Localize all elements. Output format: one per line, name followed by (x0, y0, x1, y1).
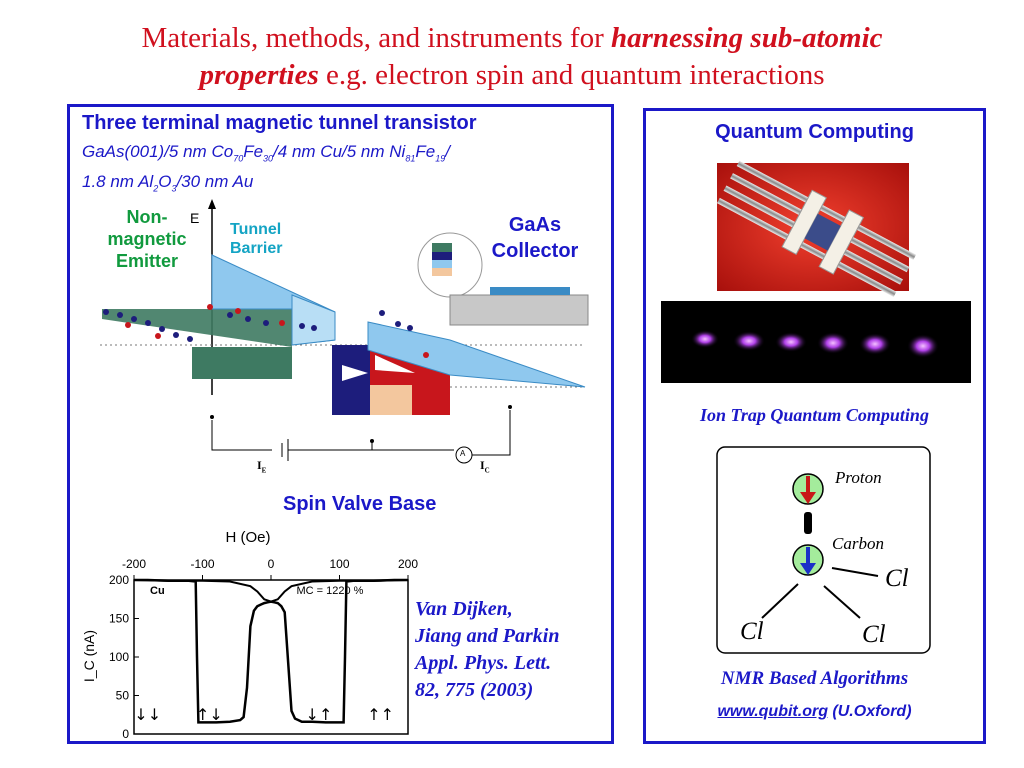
y-tick-label: 50 (116, 689, 130, 703)
spin-down-arrow (800, 563, 816, 575)
spin-valve-label: Spin Valve Base (283, 493, 437, 515)
proton-label: Proton (835, 468, 882, 487)
spin-arrow (342, 365, 368, 381)
bond (804, 512, 812, 534)
left-panel (67, 104, 614, 744)
title-part: Materials, methods, and instruments for (141, 22, 611, 54)
layer-composition: GaAs(001)/5 nm Co70Fe30/4 nm Cu/5 nm Ni8… (82, 142, 450, 194)
electrons-minority (125, 304, 429, 358)
state-label: ↓↑ (306, 705, 333, 724)
right-panel (643, 108, 986, 744)
ammeter-label: A (460, 449, 466, 458)
x-tick-label: -200 (122, 557, 146, 571)
state-label: ↓↓ (134, 705, 161, 724)
y-tick-label: 100 (109, 650, 129, 664)
x-tick-label: 200 (398, 557, 418, 571)
spin-down-arrow (800, 492, 816, 504)
circuit-wire (472, 410, 511, 456)
quantum-heading: Quantum Computing (715, 121, 914, 143)
slide-title: Materials, methods, and instruments for … (0, 20, 1024, 94)
title-part: e.g. electron spin and quantum interacti… (318, 59, 825, 91)
bond (761, 583, 799, 619)
nmr-molecule-diagram (716, 446, 931, 654)
title-emphasis: harnessing sub-atomic (611, 22, 883, 54)
emitter-current-label: IE (257, 458, 267, 475)
spin-arrow (375, 355, 415, 373)
x-tick-label: -100 (190, 557, 214, 571)
bond (831, 567, 879, 577)
annotation-cu: Cu (150, 585, 165, 597)
chlorine-label: Cl (862, 621, 886, 648)
circuit-wire (211, 420, 272, 451)
annotation-mc: MC = 1220 % (297, 585, 364, 597)
ion-trap-caption: Ion Trap Quantum Computing (700, 405, 929, 425)
series-line-2 (133, 579, 409, 603)
axis-arrowhead (208, 199, 216, 209)
substrate (449, 294, 589, 326)
chlorine-label: Cl (740, 618, 764, 645)
data-series (133, 578, 409, 724)
band-diagram (100, 199, 589, 464)
collector-barrier (367, 321, 586, 388)
x-tick-label: 100 (329, 557, 349, 571)
molecule-frame (716, 446, 931, 654)
state-labels: ↓↓ ↑↓ ↓↑ ↑↑ (134, 705, 394, 724)
barrier-face (291, 294, 336, 346)
chlorine-label: Cl (885, 565, 909, 592)
source-line: www.qubit.org (U.Oxford) (643, 703, 986, 721)
magnetocurrent-chart: H (Oe) -200 -100 0 100 200 0 50 100 150 200 I_C … (81, 529, 418, 741)
y-ticks: 0 50 100 150 200 (109, 573, 139, 741)
y-tick-label: 200 (109, 573, 129, 587)
title-emphasis: properties (199, 59, 319, 91)
y-axis-label: I_C (nA) (81, 630, 97, 682)
bond (823, 585, 861, 619)
ion-trap-photo (716, 160, 917, 298)
state-label: ↑↑ (367, 705, 394, 724)
energy-label: E (190, 210, 200, 226)
y-tick-label: 150 (109, 612, 129, 626)
emitter-block (192, 347, 292, 379)
source-suffix: (U.Oxford) (827, 703, 912, 720)
x-tick-label: 0 (268, 557, 275, 571)
qubit-link[interactable]: www.qubit.org (717, 703, 828, 720)
emitter-band (102, 309, 292, 347)
state-label: ↑↓ (196, 705, 223, 724)
transistor-heading: Three terminal magnetic tunnel transisto… (82, 112, 477, 134)
reference: Van Dijken,Jiang and Parkin Appl. Phys. … (415, 598, 560, 701)
y-tick-label: 0 (122, 727, 129, 741)
base-top-left (332, 345, 370, 385)
nmr-caption: NMR Based Algorithms (720, 668, 909, 689)
collector-current-label: IC (480, 458, 490, 475)
carbon-label: Carbon (832, 534, 884, 553)
chart-title: H (Oe) (226, 529, 271, 546)
x-ticks: -200 -100 0 100 200 (122, 557, 418, 580)
ion-string-image (661, 301, 971, 383)
electrons (103, 309, 413, 342)
device-layer (490, 287, 570, 295)
plot-frame (133, 579, 409, 735)
